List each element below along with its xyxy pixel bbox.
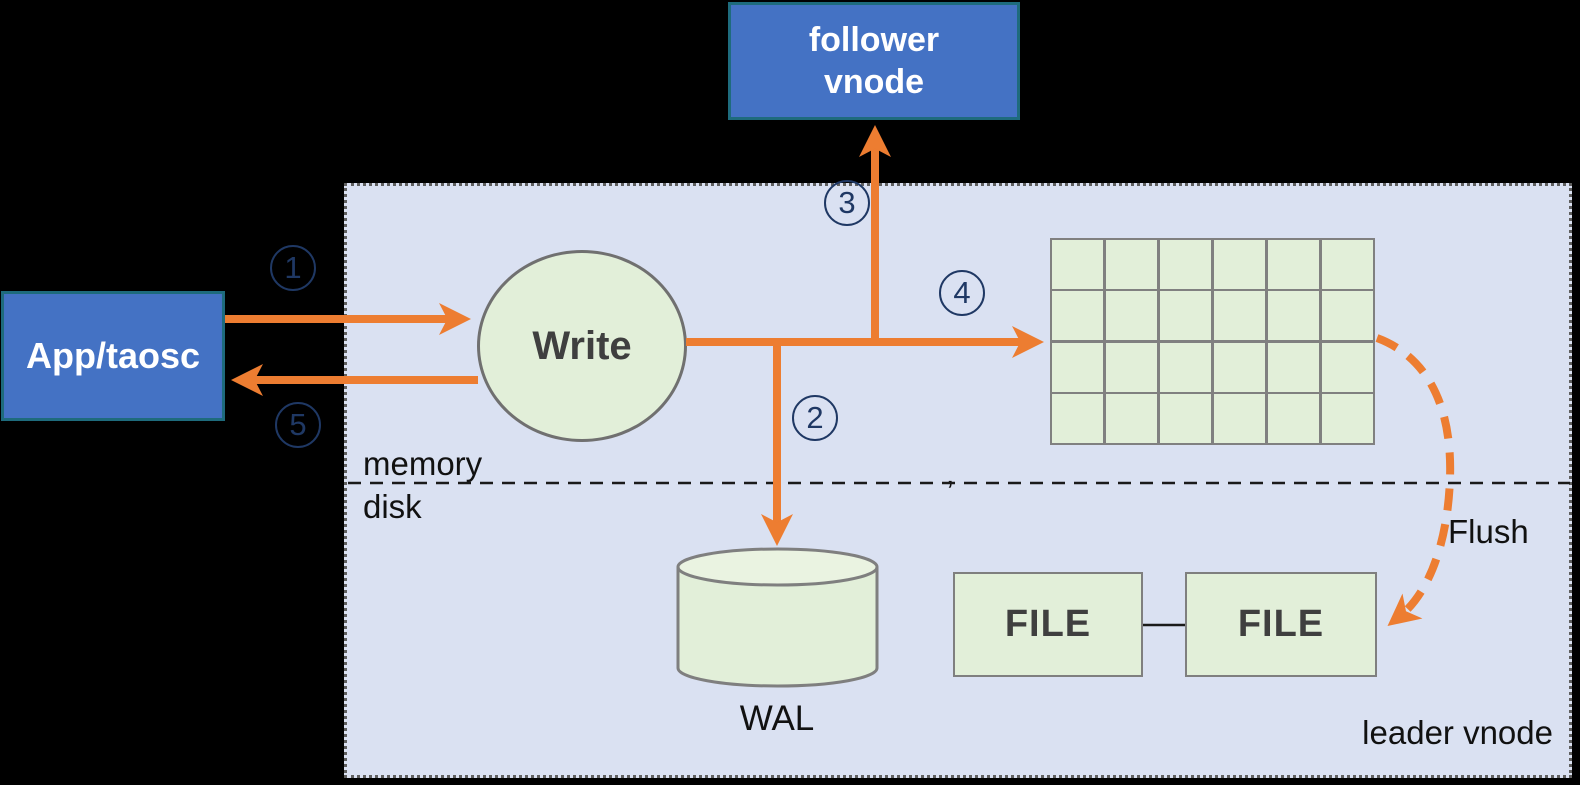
app-taosc-node: App/taosc [1, 291, 225, 421]
grid-cell [1105, 291, 1158, 341]
grid-cell [1213, 240, 1266, 289]
file-node-left: FILE [953, 572, 1143, 677]
grid-cell [1213, 291, 1266, 341]
grid-cell [1052, 394, 1104, 443]
grid-cell [1321, 394, 1373, 443]
grid-cell [1267, 240, 1320, 289]
grid-cell [1213, 342, 1266, 392]
file-right-label: FILE [1237, 603, 1325, 645]
write-label: Write [532, 323, 632, 368]
file-left-label: FILE [1004, 603, 1092, 645]
stray-comma-mark: , [946, 458, 955, 491]
leader-vnode-label: leader vnode [1362, 714, 1553, 751]
step-badge-1: 1 [270, 245, 316, 291]
grid-cell [1267, 291, 1320, 341]
grid-cell [1052, 291, 1104, 341]
memory-table-grid [1050, 238, 1375, 445]
grid-cell [1159, 291, 1212, 341]
grid-cell [1321, 240, 1373, 289]
grid-cell [1105, 240, 1158, 289]
step-badge-3: 3 [824, 180, 870, 226]
grid-cell [1267, 394, 1320, 443]
grid-cell [1105, 394, 1158, 443]
app-taosc-label: App/taosc [25, 335, 201, 376]
wal-label: WAL [739, 699, 815, 738]
grid-cell [1159, 394, 1212, 443]
follower-vnode-node: follower vnode [728, 2, 1020, 120]
file-node-right: FILE [1185, 572, 1377, 677]
grid-cell [1105, 342, 1158, 392]
grid-cell [1321, 291, 1373, 341]
follower-vnode-label-line2: vnode [823, 63, 925, 101]
grid-cell [1159, 342, 1212, 392]
write-node: Write [477, 250, 687, 442]
step-badge-4: 4 [939, 270, 985, 316]
flush-label: Flush [1448, 513, 1529, 550]
step-badge-2: 2 [792, 395, 838, 441]
memory-region-label: memory [363, 445, 483, 482]
grid-cell [1213, 394, 1266, 443]
follower-vnode-label-line1: follower [808, 21, 940, 59]
disk-region-label: disk [363, 488, 422, 525]
step-badge-5: 5 [275, 402, 321, 448]
grid-cell [1052, 240, 1104, 289]
grid-cell [1321, 342, 1373, 392]
grid-cell [1159, 240, 1212, 289]
grid-cell [1052, 342, 1104, 392]
grid-cell [1267, 342, 1320, 392]
